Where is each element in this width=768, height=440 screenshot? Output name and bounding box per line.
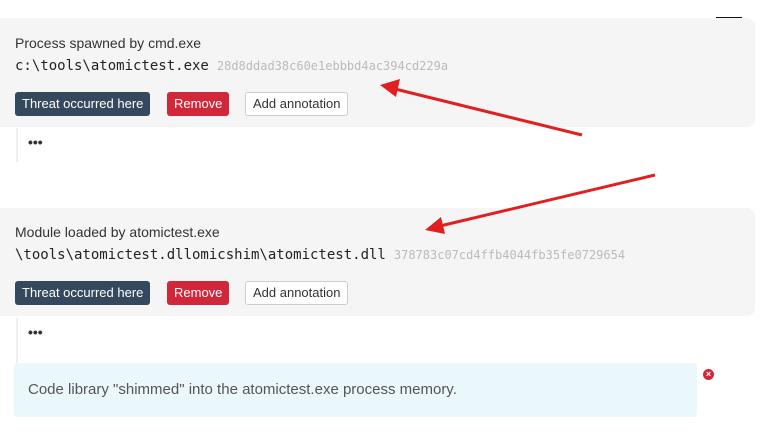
- event-card-module: Module loaded by atomictest.exe \tools\a…: [0, 208, 755, 316]
- file-path: c:\tools\atomictest.exe: [15, 58, 209, 74]
- event-card-process: Process spawned by cmd.exe c:\tools\atom…: [0, 18, 755, 127]
- more-button[interactable]: •••: [16, 128, 43, 162]
- remove-button[interactable]: Remove: [167, 92, 230, 116]
- add-annotation-button[interactable]: Add annotation: [245, 281, 349, 305]
- more-button[interactable]: •••: [16, 318, 43, 363]
- threat-occurred-button[interactable]: Threat occurred here: [15, 92, 151, 116]
- close-note-icon[interactable]: ×: [703, 369, 714, 380]
- event-title: Module loaded by atomictest.exe: [15, 224, 220, 240]
- file-path: \tools\atomictest.dllomicshim\atomictest…: [15, 247, 386, 263]
- event-path: \tools\atomictest.dllomicshim\atomictest…: [15, 247, 625, 263]
- annotation-note: Code library "shimmed" into the atomicte…: [14, 363, 697, 417]
- threat-occurred-button[interactable]: Threat occurred here: [15, 281, 151, 305]
- red-arrow-icon: [425, 173, 656, 234]
- add-annotation-button[interactable]: Add annotation: [245, 92, 349, 116]
- red-arrow-icon: [380, 79, 583, 137]
- file-hash: 378783c07cd4ffb4044fb35fe0729654: [393, 248, 626, 262]
- remove-button[interactable]: Remove: [167, 281, 230, 305]
- file-hash: 28d8ddad38c60e1ebbbd4ac394cd229a: [216, 59, 449, 73]
- event-title: Process spawned by cmd.exe: [15, 35, 201, 51]
- event-path: c:\tools\atomictest.exe 28d8ddad38c60e1eb…: [15, 58, 448, 74]
